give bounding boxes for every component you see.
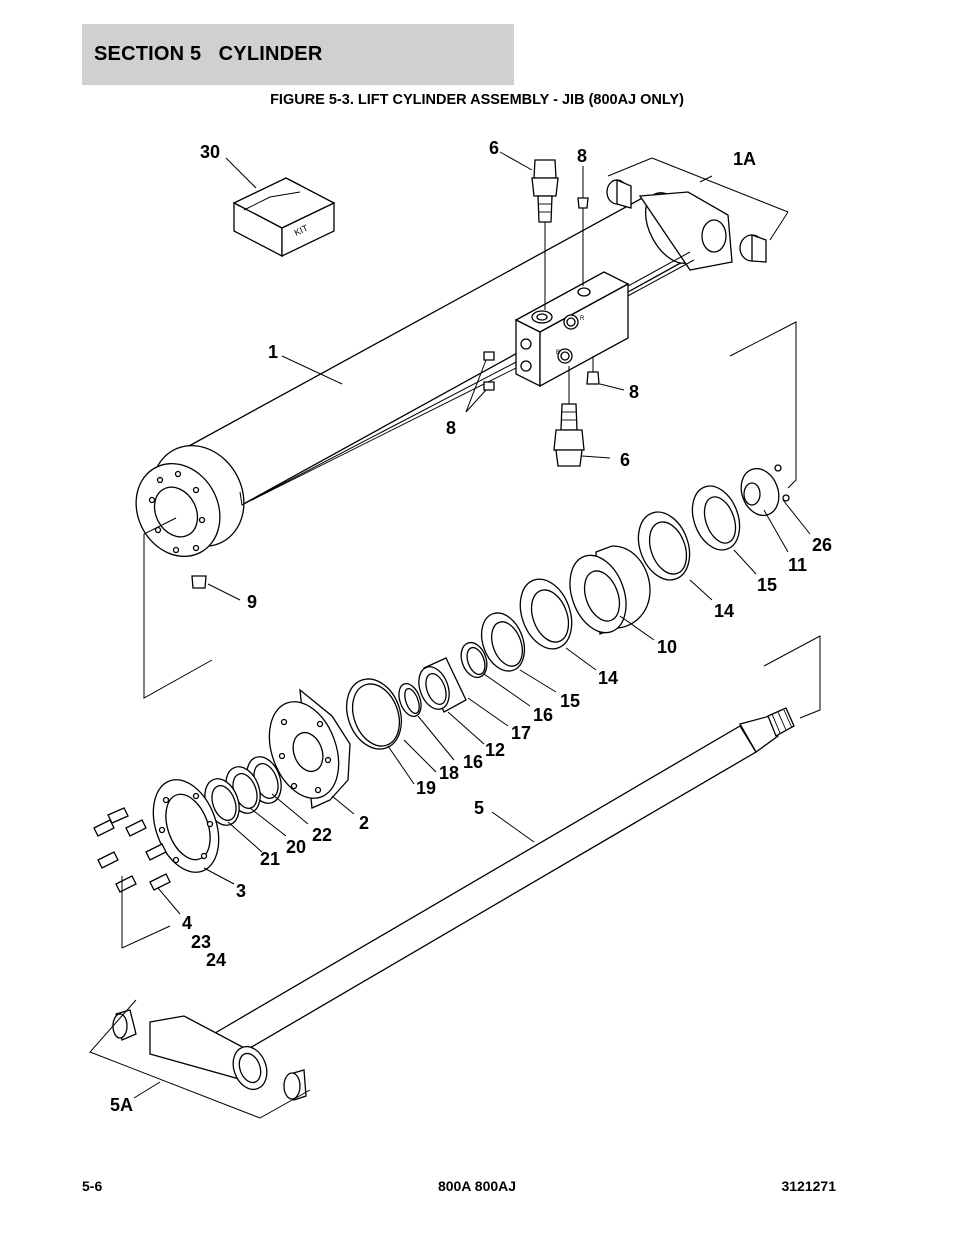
piston-nut-11 [740,464,790,517]
section-title: SECTION 5 CYLINDER [94,43,323,65]
piston-10 [569,545,651,635]
callout-6-upper: 6 [489,138,499,158]
callout-16-upper: 16 [533,705,553,725]
callout-12: 12 [485,740,505,760]
callout-8-left: 8 [446,418,456,438]
callout-8-top: 8 [577,146,587,166]
o-ring-19 [345,678,403,750]
wear-ring-14-upper [637,511,691,581]
callout-26: 26 [812,535,832,555]
o-ring-16-upper [460,641,488,679]
seals-20-21-22 [204,756,282,826]
pin-bushing-1a [606,179,767,263]
alignment-lines [89,157,821,1119]
callout-21: 21 [260,849,280,869]
fitting-lower [553,403,585,467]
callout-3: 3 [236,881,246,901]
kit-box: KIT [232,177,336,258]
callout-5: 5 [474,798,484,818]
callout-5a: 5A [110,1095,133,1115]
callout-24: 24 [206,950,226,970]
callout-14-upper: 14 [714,601,734,621]
callout-30: 30 [200,142,220,162]
callout-14-lower: 14 [598,668,618,688]
wear-ring-14-lower [519,578,573,650]
retainer-plate-3 [152,779,220,873]
model-numbers: 800A 800AJ [437,1178,517,1194]
figure-title: FIGURE 5-3. LIFT CYLINDER ASSEMBLY - JIB… [270,92,684,108]
callout-8-right: 8 [629,382,639,402]
capscrews-4 [93,807,171,893]
callout-1a: 1A [733,149,756,169]
callout-9: 9 [247,592,257,612]
cylinder-rod [149,707,795,1091]
spacer-12 [418,657,467,713]
callouts: 30 6 8 1A 1 8 8 6 26 11 15 14 9 10 14 15… [110,138,832,1115]
callout-22: 22 [312,825,332,845]
callout-17: 17 [511,723,531,743]
fitting-upper [531,159,559,223]
document-number: 3121271 [781,1178,836,1194]
section-header-bar: SECTION 5 CYLINDER [82,24,514,85]
port-letter-b: B [556,350,560,356]
callout-1: 1 [268,342,278,362]
callout-16-lower: 16 [463,752,483,772]
head-2 [268,688,351,809]
callout-10: 10 [657,637,677,657]
o-ring-16-lower [398,683,422,717]
callout-2: 2 [359,813,369,833]
callout-18: 18 [439,763,459,783]
callout-15-upper: 15 [757,575,777,595]
seal-15-lower [480,612,526,672]
callout-15-lower: 15 [560,691,580,711]
page-number: 5-6 [82,1178,103,1194]
port-letter-r: R [580,316,585,322]
callout-23: 23 [191,932,211,952]
leader-lines [133,151,811,1099]
callout-4: 4 [182,913,192,933]
cylinder-barrel: R B [135,191,733,558]
callout-11: 11 [788,555,807,575]
callout-19: 19 [416,778,436,798]
callout-6-lower: 6 [620,450,630,470]
plug-screws [191,197,600,589]
callout-20: 20 [286,837,306,857]
pin-bushing-5a [112,1009,307,1101]
seal-15-upper [691,485,741,551]
